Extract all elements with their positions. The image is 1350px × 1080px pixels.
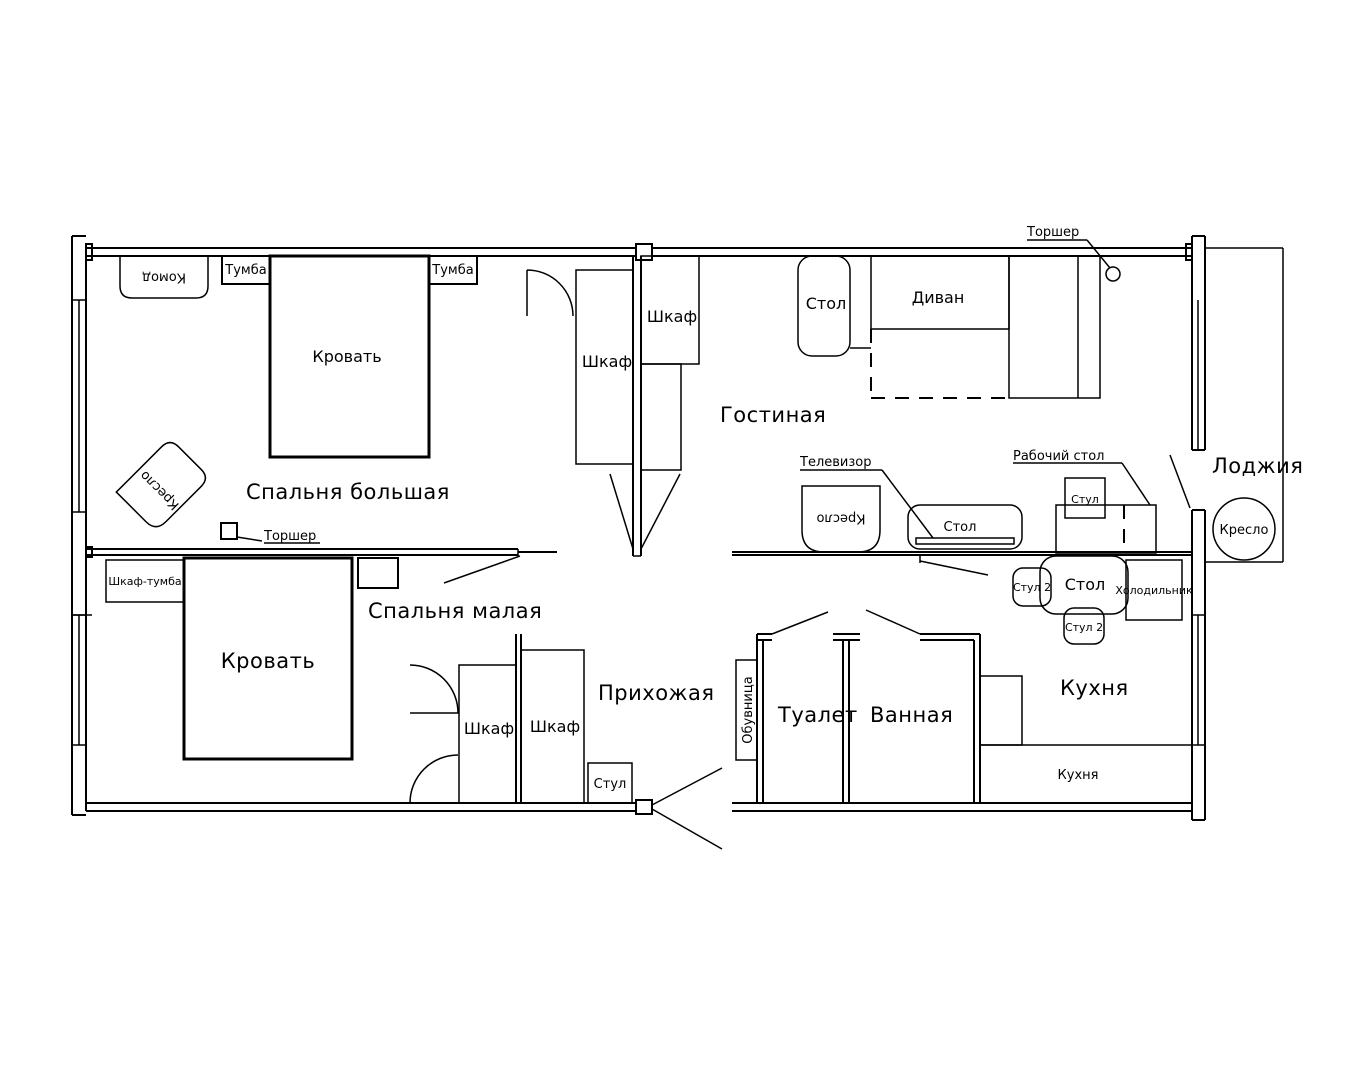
kitchen-table-label: Стол: [1065, 575, 1106, 594]
room-bedroom-large: Спальня большая: [246, 480, 450, 504]
sofa-label: Диван: [912, 288, 965, 307]
room-kitchen: Кухня: [1060, 676, 1129, 700]
fridge-label: Холодильник: [1115, 584, 1193, 597]
fridge: [1125, 559, 1183, 621]
chair-2-bottom: [1063, 607, 1105, 645]
floor-lamp-bedroom: [220, 522, 238, 540]
desk-chair-label: Стул: [1071, 493, 1099, 506]
wardrobe-living-label: Шкаф: [647, 307, 697, 326]
floor-lamp-bedroom-label: Торшер: [263, 529, 316, 544]
bed-small: [182, 556, 354, 761]
room-living: Гостиная: [720, 403, 826, 427]
desk: [1055, 504, 1157, 554]
cabinet-nightstand-label: Шкаф-тумба: [108, 575, 181, 588]
chair-2-left: [1012, 567, 1052, 607]
chair-hall: [587, 762, 633, 804]
wardrobe-bedroom-label: Шкаф: [582, 352, 632, 371]
desk-label: Рабочий стол: [1013, 449, 1104, 464]
hallway: Шкаф Шкаф Стул Прихожая Обувница: [409, 649, 758, 804]
table-living-label: Стол: [806, 294, 847, 313]
armchair-bedroom: [115, 441, 207, 528]
desk-chair: [1064, 477, 1106, 519]
loggia: Лоджия Кресло: [1212, 454, 1303, 561]
nightstand-left-label: Тумба: [224, 263, 266, 278]
kitchen-nook: [979, 675, 1023, 746]
kitchen-counter: [979, 744, 1193, 804]
room-bathroom: Ванная: [870, 703, 953, 727]
wardrobe-hall-1: [458, 664, 517, 804]
wardrobe-bedroom: [575, 269, 634, 465]
nightstand-right-label: Тумба: [431, 263, 473, 278]
room-bedroom-small: Спальня малая: [368, 599, 542, 623]
kitchen-table: [1039, 555, 1129, 615]
tv-label: Телевизор: [799, 455, 871, 470]
wardrobe-hall-1-label: Шкаф: [464, 719, 514, 738]
small-nightstand: [357, 557, 399, 589]
tv-table-label: Стол: [944, 520, 977, 535]
living-room: Стол Диван Торшер Гостиная Телевизор Кре…: [720, 225, 1157, 554]
shoe-rack-label: Обувница: [741, 676, 756, 743]
bedroom-small: Шкаф-тумба Кровать Спальня малая: [105, 556, 542, 761]
kitchen: Стол Стул 2 Стул 2 Холодильник Кухня Кух…: [979, 555, 1193, 804]
armchair-bedroom-label: Кресло: [137, 467, 182, 512]
bed-small-label: Кровать: [221, 649, 315, 673]
armchair-loggia: [1212, 497, 1276, 561]
bed-large-label: Кровать: [312, 347, 381, 366]
room-loggia: Лоджия: [1212, 454, 1303, 478]
wet-rooms: Туалет Ванная: [777, 703, 953, 727]
outer-walls: [71, 235, 1284, 821]
wardrobe-hall-2: [520, 649, 585, 804]
bedroom-large: Комод Тумба Тумба Кровать Кресло Торшер …: [115, 254, 478, 544]
armchair-loggia-label: Кресло: [1220, 523, 1269, 538]
kitchen-counter-label: Кухня: [1058, 768, 1099, 783]
chair-2-bottom-label: Стул 2: [1065, 621, 1103, 634]
floor-lamp-living: [1105, 266, 1121, 282]
floor-lamp-living-label: Торшер: [1026, 225, 1079, 240]
dresser: [119, 256, 209, 299]
wardrobe-hall-2-label: Шкаф: [530, 717, 580, 736]
dresser-label: Комод: [142, 270, 186, 285]
bed-large: [268, 254, 431, 459]
armchair-living-label: Кресло: [817, 511, 866, 526]
table-living: [797, 255, 851, 357]
chair-hall-label: Стул: [594, 777, 627, 792]
armchair-living: [801, 485, 881, 553]
room-toilet: Туалет: [777, 703, 858, 727]
chair-2-left-label: Стул 2: [1013, 581, 1051, 594]
central-wardrobes: Шкаф Шкаф: [526, 255, 700, 471]
tv-table: [907, 504, 1023, 550]
room-hallway: Прихожая: [598, 681, 714, 705]
shoe-rack: [735, 659, 758, 761]
